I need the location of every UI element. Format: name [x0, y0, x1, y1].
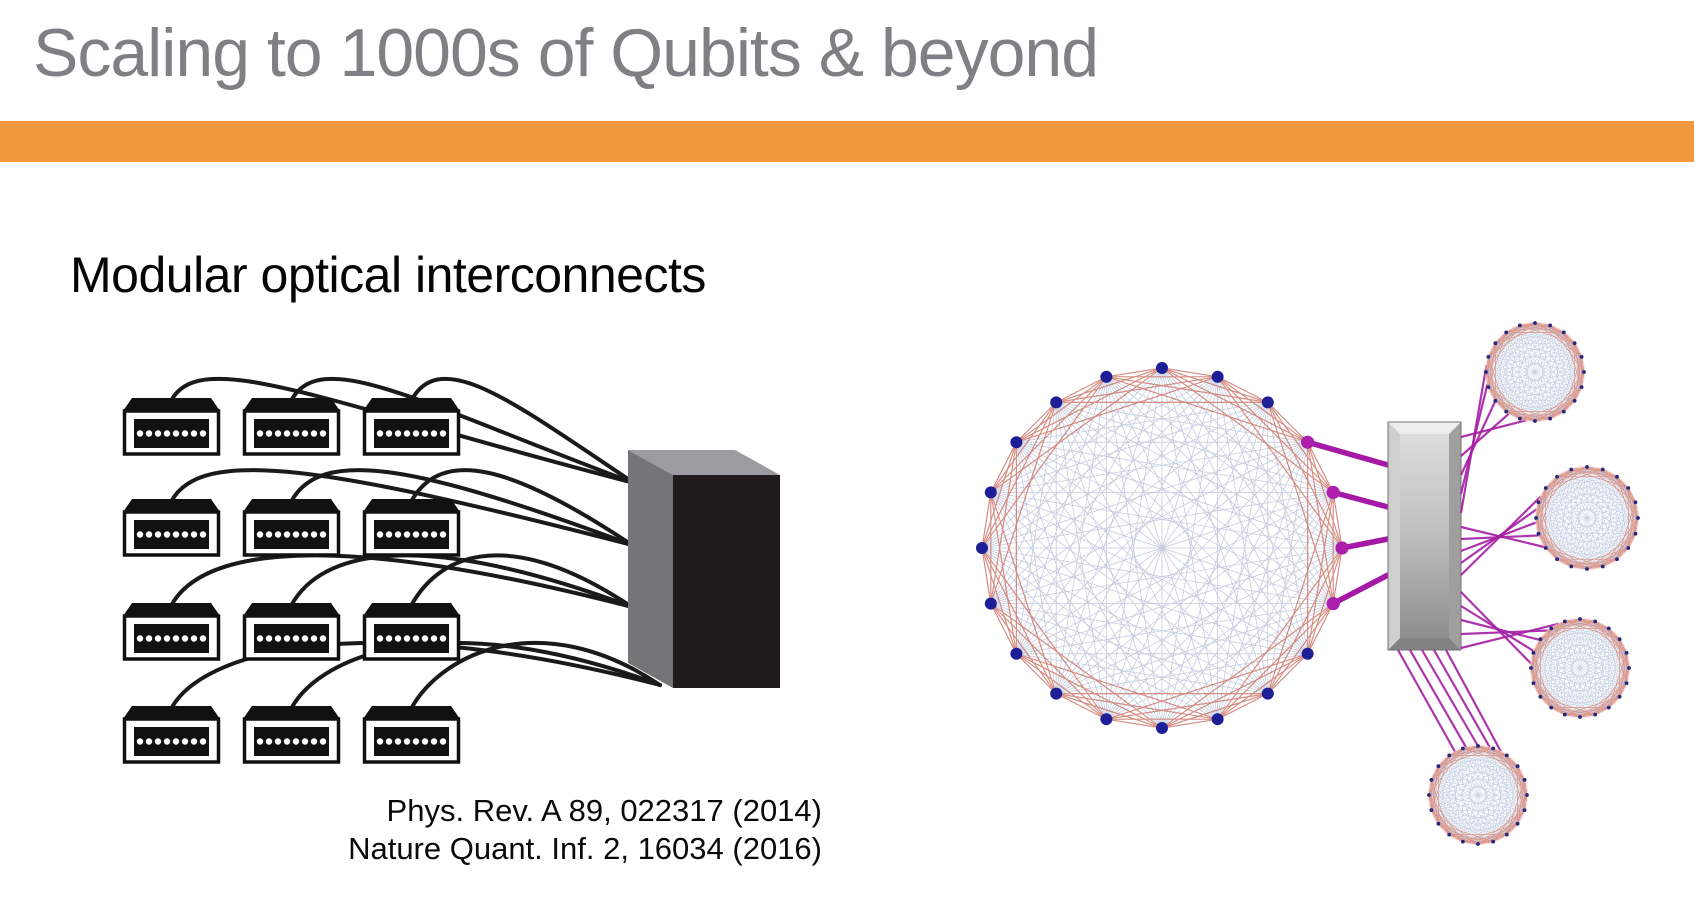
module — [122, 499, 221, 557]
module — [122, 603, 221, 661]
module — [362, 706, 461, 764]
citations: Phys. Rev. A 89, 022317 (2014) Nature Qu… — [348, 792, 822, 868]
accent-bar — [0, 121, 1694, 162]
citation-line: Phys. Rev. A 89, 022317 (2014) — [386, 793, 822, 828]
citation-line: Nature Quant. Inf. 2, 16034 (2016) — [348, 831, 822, 866]
satellite-graph — [1529, 617, 1631, 719]
trunk-lines — [1301, 435, 1391, 611]
module — [122, 706, 221, 764]
module — [242, 499, 341, 557]
slide-title: Scaling to 1000s of Qubits & beyond — [33, 15, 1099, 91]
module — [362, 603, 461, 661]
satellite-graph — [1484, 321, 1586, 423]
module — [122, 398, 221, 456]
network-graph-figure — [976, 321, 1640, 846]
module — [362, 398, 461, 456]
optical-switch-box — [628, 450, 780, 688]
fan-lines — [1397, 364, 1560, 753]
module — [242, 603, 341, 661]
satellite-graph — [1534, 465, 1640, 571]
section-heading: Modular optical interconnects — [70, 247, 706, 303]
optical-crossconnect — [1387, 421, 1462, 651]
satellite-graph — [1427, 744, 1529, 846]
module — [242, 706, 341, 764]
modular-interconnect-figure — [122, 376, 780, 764]
main-network-graph — [976, 362, 1349, 734]
module — [242, 398, 341, 456]
module — [362, 499, 461, 557]
